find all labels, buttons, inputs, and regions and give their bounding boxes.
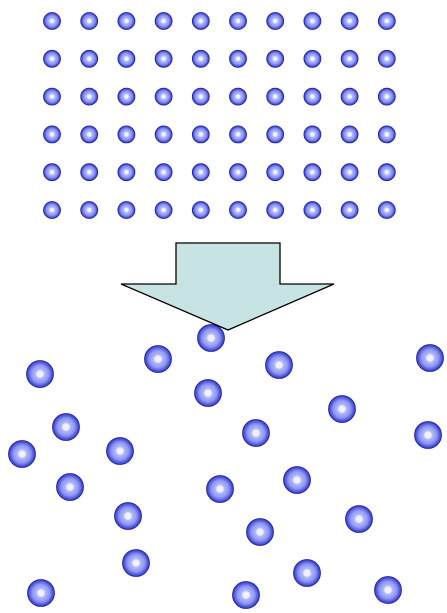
dispersed-particle bbox=[346, 506, 373, 533]
dispersed-particle bbox=[329, 396, 356, 423]
grid-particle bbox=[304, 50, 321, 67]
dispersed-particle bbox=[284, 467, 311, 494]
grid-particle bbox=[378, 126, 395, 143]
dispersed-particle bbox=[294, 560, 321, 587]
grid-particle bbox=[81, 88, 98, 105]
grid-particle bbox=[341, 164, 358, 181]
grid-particle bbox=[378, 88, 395, 105]
grid-particle bbox=[341, 50, 358, 67]
grid-particle bbox=[192, 13, 209, 30]
grid-particle bbox=[304, 13, 321, 30]
grid-particle bbox=[81, 164, 98, 181]
dispersed-particle bbox=[247, 519, 274, 546]
grid-particle bbox=[267, 13, 284, 30]
grid-particle bbox=[192, 88, 209, 105]
grid-particle bbox=[118, 88, 135, 105]
grid-particle bbox=[44, 126, 61, 143]
grid-particle bbox=[192, 50, 209, 67]
dispersed-particle bbox=[9, 441, 36, 468]
grid-particle bbox=[44, 202, 61, 219]
dispersed-particle bbox=[107, 438, 134, 465]
transition-arrow bbox=[121, 243, 334, 330]
dispersed-particle bbox=[415, 422, 442, 449]
grid-particle bbox=[304, 126, 321, 143]
grid-particle bbox=[230, 13, 247, 30]
grid-particle bbox=[155, 126, 172, 143]
dispersed-particle bbox=[207, 476, 234, 503]
grid-particle bbox=[44, 164, 61, 181]
grid-particle bbox=[378, 50, 395, 67]
grid-particle bbox=[378, 202, 395, 219]
dispersed-particle bbox=[417, 345, 444, 372]
grid-particle bbox=[341, 202, 358, 219]
grid-particle bbox=[155, 164, 172, 181]
grid-particle bbox=[118, 164, 135, 181]
grid-particle bbox=[44, 50, 61, 67]
grid-particle bbox=[267, 202, 284, 219]
grid-particle bbox=[304, 202, 321, 219]
grid-particle bbox=[304, 164, 321, 181]
grid-particle bbox=[267, 126, 284, 143]
grid-particle bbox=[341, 13, 358, 30]
dispersed-particle bbox=[233, 582, 260, 609]
grid-particle bbox=[155, 88, 172, 105]
grid-particle bbox=[267, 50, 284, 67]
grid-particle bbox=[341, 88, 358, 105]
dispersed-particle bbox=[115, 503, 142, 530]
grid-particle bbox=[118, 13, 135, 30]
grid-particle bbox=[230, 164, 247, 181]
grid-particle bbox=[44, 88, 61, 105]
grid-particle bbox=[230, 126, 247, 143]
grid-particle bbox=[304, 88, 321, 105]
dispersed-particle bbox=[266, 352, 293, 379]
grid-particle bbox=[230, 202, 247, 219]
dispersed-particle bbox=[57, 474, 84, 501]
grid-particle bbox=[118, 126, 135, 143]
dispersed-particle bbox=[28, 580, 55, 607]
grid-particle bbox=[81, 13, 98, 30]
dispersed-particle bbox=[53, 414, 80, 441]
grid-particle bbox=[230, 50, 247, 67]
grid-particle bbox=[230, 88, 247, 105]
dispersed-particle bbox=[27, 361, 54, 388]
grid-particle bbox=[155, 50, 172, 67]
grid-particle bbox=[118, 50, 135, 67]
grid-particle bbox=[267, 164, 284, 181]
grid-particle bbox=[44, 13, 61, 30]
grid-particle bbox=[267, 88, 284, 105]
grid-particle bbox=[192, 164, 209, 181]
dispersed-particle bbox=[375, 577, 402, 604]
grid-particle bbox=[155, 202, 172, 219]
grid-particle bbox=[192, 126, 209, 143]
dispersed-particle bbox=[195, 380, 222, 407]
ordered-particle-grid bbox=[44, 13, 396, 219]
grid-particle bbox=[192, 202, 209, 219]
grid-particle bbox=[341, 126, 358, 143]
grid-particle bbox=[155, 13, 172, 30]
grid-particle bbox=[378, 164, 395, 181]
dispersed-particle bbox=[243, 420, 270, 447]
grid-particle bbox=[81, 126, 98, 143]
down-arrow-icon bbox=[121, 243, 334, 330]
dispersed-particle bbox=[198, 325, 225, 352]
grid-particle bbox=[81, 50, 98, 67]
dispersed-particle bbox=[123, 550, 150, 577]
dispersed-particles bbox=[9, 325, 444, 609]
grid-particle bbox=[81, 202, 98, 219]
grid-particle bbox=[378, 13, 395, 30]
grid-particle bbox=[118, 202, 135, 219]
dispersed-particle bbox=[145, 346, 172, 373]
